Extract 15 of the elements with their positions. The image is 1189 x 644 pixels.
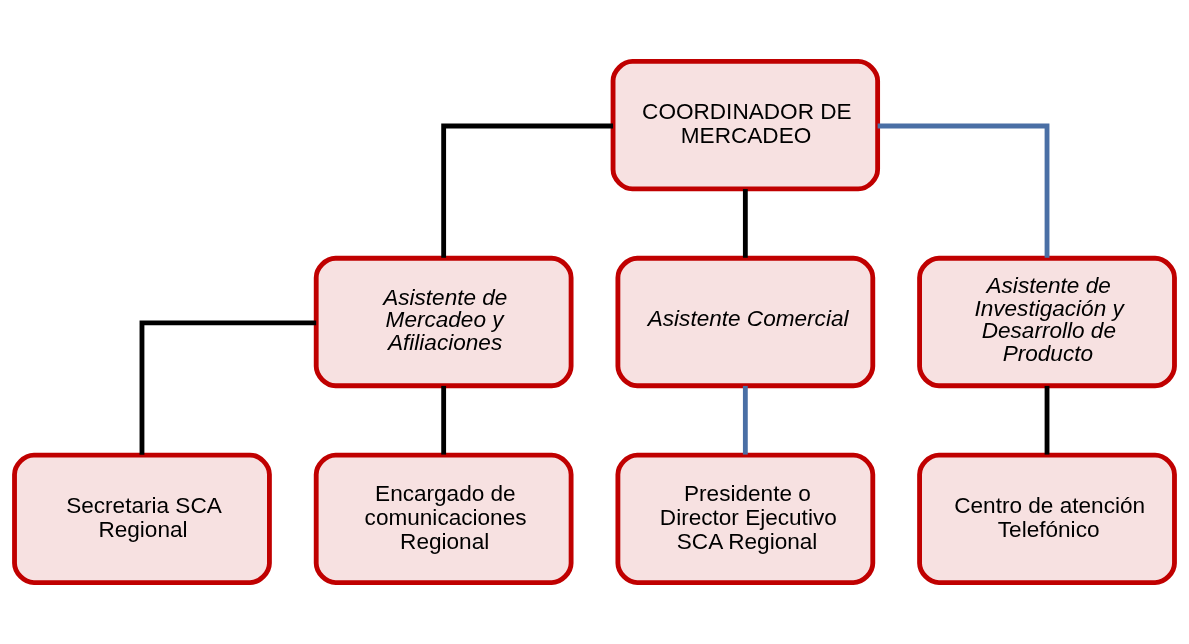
connector: [877, 123, 1050, 258]
node-box: Secretaria SCA Regional: [12, 452, 272, 585]
connector: [742, 385, 748, 455]
connector: [1044, 385, 1050, 455]
node-box: COORDINADOR DE MERCADEO: [610, 59, 881, 192]
node-box: Asistente de Investigación y Desarrollo de Producto: [917, 255, 1177, 389]
node-box: Encargado de comunicaciones Regional: [313, 452, 574, 585]
node-box: Asistente de Mercadeo y Afiliaciones: [313, 255, 574, 389]
node-box: Centro de atención Telefónico: [917, 452, 1177, 585]
node-box: Presidente o Director Ejecutivo SCA Regional: [615, 452, 876, 585]
connector: [441, 123, 613, 258]
connector: [441, 385, 447, 455]
connector: [742, 189, 748, 258]
connector: [139, 320, 317, 455]
node-box: Asistente Comercial: [615, 255, 876, 389]
